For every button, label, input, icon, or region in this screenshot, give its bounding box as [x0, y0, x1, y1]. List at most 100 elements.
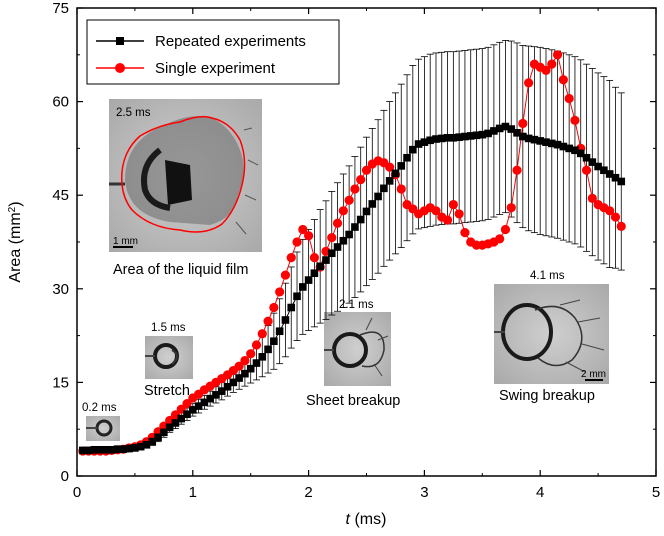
- repeated-experiments-point: [368, 200, 377, 208]
- repeated-experiments-point: [90, 445, 99, 454]
- single-experiment-point: [240, 355, 250, 366]
- repeated-experiments-point: [125, 444, 133, 453]
- inset-1.5ms: 1.5 ms Stretch: [144, 322, 193, 399]
- data-layer: [78, 40, 626, 456]
- repeated-experiments-point: [119, 445, 128, 453]
- inset-time-label: 2.1 ms: [339, 299, 374, 311]
- single-experiment-point: [257, 329, 267, 339]
- inset-scale-label: 1 mm: [113, 236, 138, 247]
- single-experiment-point: [356, 175, 366, 185]
- repeated-experiments-point: [571, 146, 579, 155]
- repeated-experiments-point: [351, 223, 359, 231]
- inset-0.2ms: 0.2 ms: [82, 402, 120, 441]
- x-tick-label: 0: [73, 484, 81, 501]
- inset-time-label: 2.5 ms: [116, 107, 151, 119]
- single-experiment-point: [385, 162, 395, 172]
- single-experiment-point: [610, 212, 621, 222]
- repeated-experiments-point: [588, 158, 597, 166]
- single-experiment-point: [500, 224, 511, 235]
- single-experiment-point: [442, 215, 453, 225]
- single-experiment-point: [251, 340, 262, 350]
- repeated-experiments-point: [264, 345, 272, 354]
- single-experiment-point: [344, 195, 354, 205]
- repeated-experiments-point: [258, 353, 267, 361]
- y-tick-label: 75: [52, 0, 69, 17]
- y-tick-label: 30: [52, 281, 69, 298]
- repeated-experiments-point: [443, 133, 452, 142]
- single-experiment-point: [581, 165, 592, 175]
- repeated-experiments-point: [362, 207, 371, 216]
- repeated-experiments-point: [617, 177, 626, 186]
- inset-time-label: 4.1 ms: [530, 270, 565, 282]
- single-experiment-point: [396, 184, 406, 194]
- inset-caption: Stretch: [144, 383, 190, 399]
- repeated-experiments-point: [437, 134, 446, 143]
- repeated-experiments-point: [275, 327, 284, 336]
- repeated-experiments-point: [576, 149, 585, 158]
- repeated-experiments-point: [200, 398, 209, 407]
- repeated-experiments-point: [252, 359, 261, 367]
- single-experiment-point: [541, 65, 551, 75]
- repeated-experiments-point: [333, 243, 342, 251]
- repeated-experiments-point: [136, 442, 145, 451]
- single-experiment-point: [552, 50, 563, 60]
- y-tick-label: 15: [52, 374, 69, 391]
- repeated-experiments-point: [189, 406, 197, 414]
- repeated-experiments-point: [148, 437, 157, 446]
- repeated-experiments-point: [142, 441, 151, 449]
- x-axis-title: t (ms): [346, 511, 387, 528]
- repeated-experiments-point: [519, 132, 527, 141]
- repeated-experiments-point: [281, 316, 290, 324]
- inset-time-label: 1.5 ms: [151, 322, 186, 334]
- repeated-experiments-point: [594, 162, 602, 171]
- legend: Repeated experiments Single experiment: [86, 19, 340, 85]
- single-experiment-point: [454, 209, 464, 219]
- repeated-experiments-point: [600, 166, 608, 175]
- single-experiment-point: [338, 206, 348, 216]
- repeated-experiments-point: [287, 303, 296, 312]
- repeated-experiments-point: [495, 124, 504, 133]
- x-tick-label: 2: [304, 484, 312, 501]
- single-experiment-point: [495, 234, 505, 244]
- repeated-experiments-point: [582, 153, 591, 162]
- x-tick-label: 3: [420, 484, 428, 501]
- legend-marker-square: [116, 37, 124, 45]
- repeated-experiments-point: [432, 135, 440, 143]
- legend-label-repeated: Repeated experiments: [155, 33, 306, 50]
- inset-caption: Swing breakup: [499, 388, 595, 404]
- repeated-experiments-point: [316, 262, 324, 271]
- single-experiment-point: [448, 199, 458, 210]
- repeated-experiments-point: [96, 445, 104, 454]
- x-tick-label: 4: [536, 484, 544, 501]
- repeated-experiments-point: [374, 192, 382, 201]
- inset-time-label: 0.2 ms: [82, 402, 117, 414]
- repeated-experiments-point: [183, 410, 191, 419]
- repeated-experiments-point: [345, 230, 353, 239]
- repeated-experiments-point: [559, 142, 568, 151]
- repeated-experiments-point: [501, 122, 510, 131]
- inset-caption: Area of the liquid film: [113, 262, 248, 278]
- repeated-experiments-point: [229, 378, 238, 387]
- repeated-experiments-point: [605, 170, 614, 178]
- repeated-experiments-point: [490, 127, 498, 135]
- repeated-experiments-point: [310, 269, 319, 277]
- y-tick-label: 0: [61, 468, 69, 485]
- repeated-experiments-point: [611, 173, 620, 182]
- repeated-experiments-point: [339, 236, 348, 245]
- repeated-experiments-point: [223, 382, 232, 391]
- repeated-experiments-point: [293, 292, 301, 301]
- repeated-experiments-point: [171, 419, 180, 427]
- single-experiment-point: [292, 237, 302, 247]
- repeated-experiments-point: [304, 276, 313, 284]
- inset-caption: Sheet breakup: [306, 393, 400, 409]
- repeated-experiments-point: [299, 283, 307, 291]
- repeated-experiments-point: [113, 445, 122, 453]
- repeated-experiments-point: [327, 249, 336, 258]
- single-experiment-point: [269, 302, 279, 313]
- single-experiment-point: [182, 399, 192, 409]
- repeated-experiments-point: [356, 215, 365, 224]
- single-experiment-point: [524, 78, 534, 88]
- repeated-experiments-point: [478, 130, 487, 139]
- single-experiment-point: [564, 93, 574, 104]
- repeated-experiments-point: [426, 136, 434, 145]
